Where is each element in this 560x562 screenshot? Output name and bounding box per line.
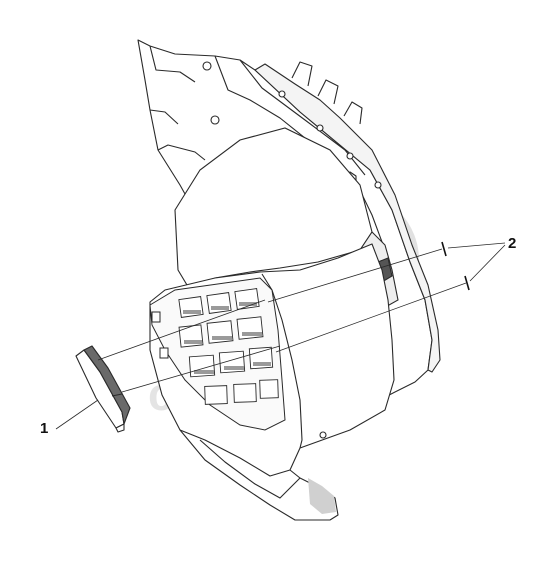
fastener-upper	[441, 241, 447, 257]
fasteners-part-2	[441, 241, 470, 291]
callout-label-1: 1	[40, 420, 49, 437]
fastener-lower	[464, 275, 470, 291]
grille-insert	[149, 277, 286, 431]
cover-plate-part-1	[75, 345, 131, 433]
assembly-line-2a	[267, 248, 443, 303]
callout-leader-2b	[469, 244, 506, 282]
assembly-line-2b	[275, 282, 467, 353]
callout-leader-2a	[447, 242, 506, 249]
callout-label-2: 2	[508, 235, 517, 252]
leader-lines	[55, 242, 506, 430]
assembly-line-1a	[97, 299, 266, 361]
assembly-line-1b	[121, 345, 281, 393]
grille-shading	[183, 302, 271, 374]
callout-leader-1	[55, 399, 99, 430]
